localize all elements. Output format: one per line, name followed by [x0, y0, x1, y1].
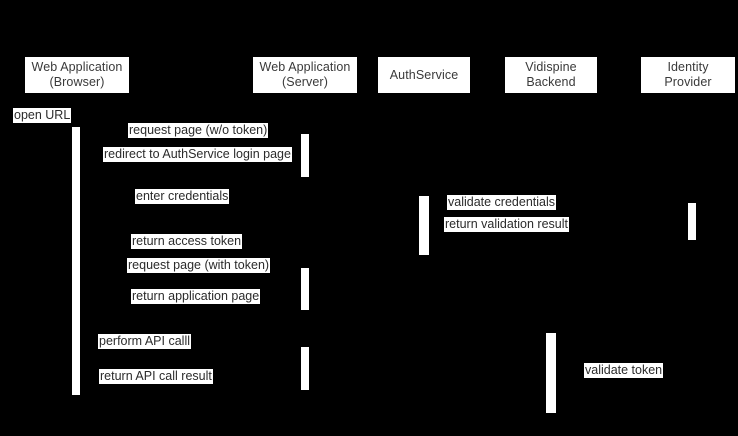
- participant-label-authservice: AuthService: [389, 67, 459, 82]
- participant-label-browser: Web Application (Browser): [31, 60, 123, 89]
- activation-bar-vidispine-backend: [546, 333, 556, 413]
- activation-bar-authservice: [419, 196, 429, 255]
- participant-box-server[interactable]: Web Application (Server): [252, 56, 358, 94]
- message-label-return-application-page[interactable]: return application page: [131, 289, 261, 304]
- message-label-validate-credentials[interactable]: validate credentials: [447, 195, 557, 210]
- message-label-perform-api-call[interactable]: perform API calll: [98, 334, 192, 349]
- message-label-request-page-wo-token[interactable]: request page (w/o token): [128, 123, 269, 138]
- participant-label-identity-provider: Identity Provider: [664, 60, 712, 89]
- activation-bar-server-2: [301, 268, 309, 310]
- activation-bar-server-3: [301, 347, 309, 390]
- message-label-return-validation-result[interactable]: return validation result: [444, 217, 569, 232]
- message-label-return-api-call-result[interactable]: return API call result: [99, 369, 213, 384]
- message-label-redirect-to-authservice-login-page[interactable]: redirect to AuthService login page: [103, 147, 292, 162]
- message-label-open-url[interactable]: open URL: [13, 108, 72, 123]
- message-label-validate-token[interactable]: validate token: [584, 363, 664, 378]
- message-label-return-access-token[interactable]: return access token: [131, 234, 243, 249]
- activation-bar-browser: [72, 127, 80, 395]
- message-label-request-page-with-token[interactable]: request page (with token): [127, 258, 271, 273]
- participant-label-vidispine-backend: Vidispine Backend: [525, 60, 577, 89]
- participant-box-identity-provider[interactable]: Identity Provider: [640, 56, 736, 94]
- participant-label-server: Web Application (Server): [259, 60, 351, 89]
- participant-box-authservice[interactable]: AuthService: [377, 56, 471, 94]
- activation-bar-identity-provider: [688, 203, 696, 240]
- activation-bar-server-1: [301, 134, 309, 177]
- message-label-enter-credentials[interactable]: enter credentials: [135, 189, 230, 204]
- participant-box-vidispine-backend[interactable]: Vidispine Backend: [504, 56, 598, 94]
- participant-box-browser[interactable]: Web Application (Browser): [24, 56, 130, 94]
